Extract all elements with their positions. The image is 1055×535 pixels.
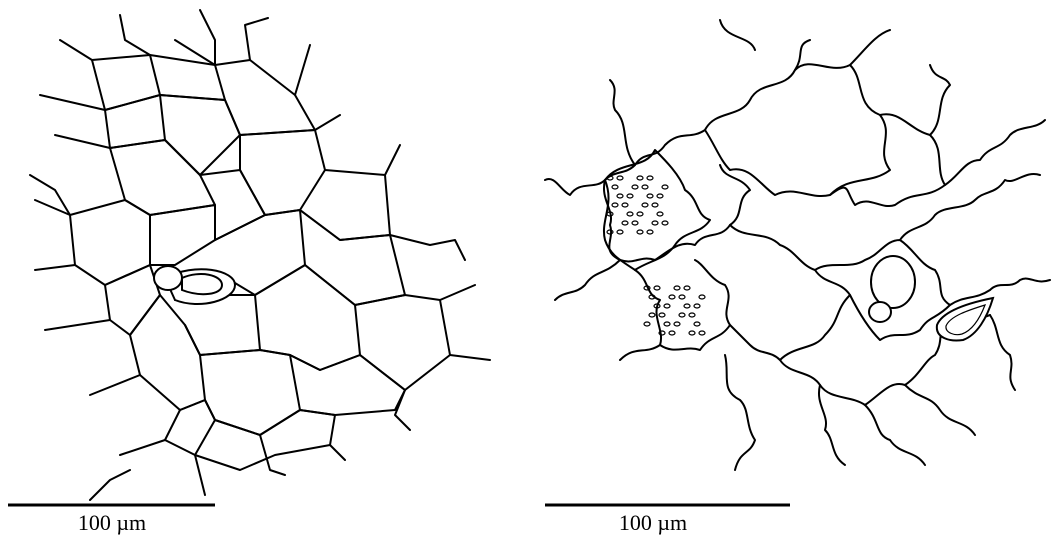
left-epidermis-drawing: 100 µm [8, 9, 491, 535]
right-epidermis-drawing: 100 µm [544, 19, 1051, 535]
inclusion-dot [658, 312, 666, 318]
inclusion-dot [636, 229, 644, 235]
inclusion-dot [661, 184, 669, 190]
inclusion-dot [656, 193, 664, 199]
inclusion-dot [641, 184, 649, 190]
inclusion-dot [616, 193, 624, 199]
inclusion-dot [631, 220, 639, 226]
inclusion-dot [611, 184, 619, 190]
left-scale-label: 100 µm [78, 510, 146, 535]
inclusion-dot [606, 211, 614, 217]
inclusion-dot [693, 303, 701, 309]
left-scale-bar: 100 µm [8, 503, 215, 535]
inclusion-dot [646, 229, 654, 235]
inclusion-dot [646, 193, 654, 199]
inclusion-dot [678, 312, 686, 318]
inclusion-dot [648, 294, 656, 300]
inclusion-dot [698, 330, 706, 336]
inclusion-dot [611, 202, 619, 208]
right-stoma [868, 255, 916, 323]
inclusion-dot [698, 294, 706, 300]
inclusion-dot [636, 175, 644, 181]
inclusion-dot [641, 202, 649, 208]
inclusion-dot [616, 229, 624, 235]
inclusion-dot [626, 193, 634, 199]
inclusion-dot [688, 312, 696, 318]
paracytic-stoma [153, 265, 237, 305]
crystal-inclusions [606, 175, 706, 336]
inclusion-dot [656, 211, 664, 217]
right-scale-bar: 100 µm [545, 503, 790, 535]
inclusion-dot [631, 184, 639, 190]
right-gland [935, 296, 995, 342]
inclusion-dot [678, 294, 686, 300]
inclusion-dot [658, 330, 666, 336]
inclusion-dot [621, 220, 629, 226]
inclusion-dot [643, 285, 651, 291]
inclusion-dot [663, 303, 671, 309]
inclusion-dot [636, 211, 644, 217]
right-scale-label: 100 µm [619, 510, 687, 535]
inclusion-dot [661, 220, 669, 226]
inclusion-dot [621, 202, 629, 208]
right-cell-network [544, 19, 1051, 471]
left-cell-network [29, 9, 491, 501]
inclusion-dot [693, 321, 701, 327]
inclusion-dot [648, 312, 656, 318]
inclusion-dot [606, 175, 614, 181]
inclusion-dot [688, 330, 696, 336]
inclusion-dot [651, 202, 659, 208]
inclusion-dot [606, 229, 614, 235]
inclusion-dot [683, 285, 691, 291]
inclusion-dot [663, 321, 671, 327]
inclusion-dot [668, 294, 676, 300]
inclusion-dot [668, 330, 676, 336]
inclusion-dot [673, 285, 681, 291]
inclusion-dot [616, 175, 624, 181]
inclusion-dot [683, 303, 691, 309]
inclusion-dot [653, 303, 661, 309]
inclusion-dot [626, 211, 634, 217]
inclusion-dot [673, 321, 681, 327]
inclusion-dot [646, 175, 654, 181]
inclusion-dot [651, 220, 659, 226]
inclusion-dot [643, 321, 651, 327]
inclusion-dot [653, 285, 661, 291]
